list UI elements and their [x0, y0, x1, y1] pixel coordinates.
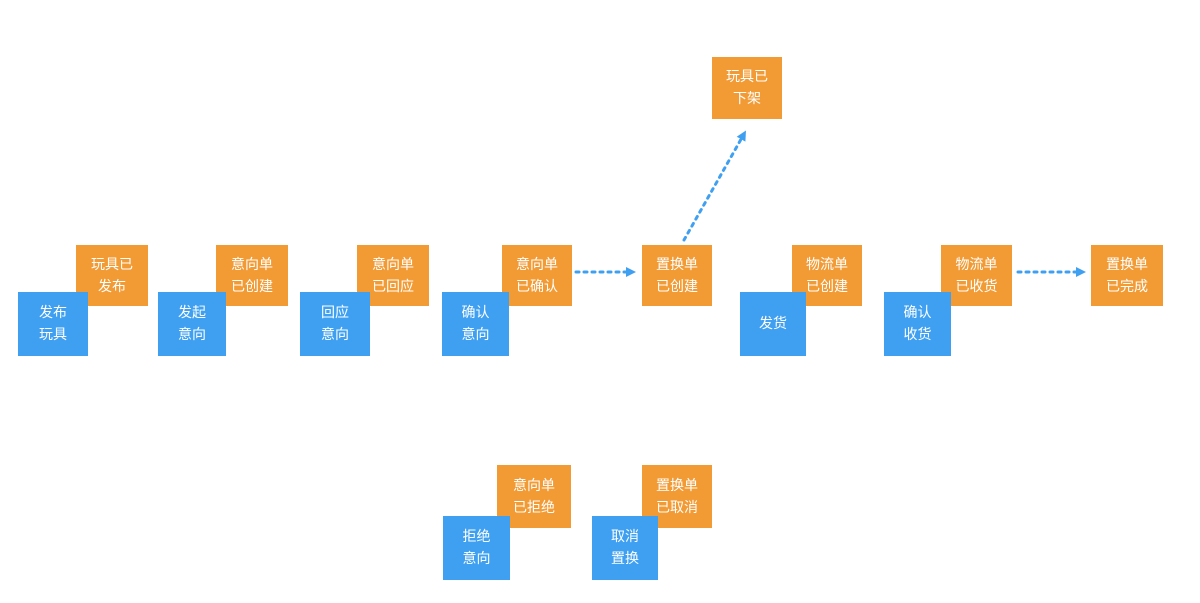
state-logistics-created-label: 物流单 已创建 — [806, 256, 848, 295]
action-confirm-receipt: 确认 收货 — [884, 292, 951, 356]
state-swap-completed-label: 置换单 已完成 — [1106, 256, 1148, 295]
state-toy-removed-label: 玩具已 下架 — [726, 69, 768, 107]
state-intent-confirmed-label: 意向单 已确认 — [516, 256, 558, 295]
action-confirm-intent: 确认 意向 — [442, 292, 509, 356]
state-toy-removed: 玩具已 下架 — [712, 57, 782, 119]
action-ship-label: 发货 — [759, 316, 787, 332]
state-toy-published-label: 玩具已 发布 — [91, 256, 133, 295]
action-reject-intent: 拒绝 意向 — [443, 516, 510, 580]
action-cancel-swap-label: 取消 置换 — [611, 529, 639, 567]
state-intent-created-label: 意向单 已创建 — [231, 256, 273, 295]
state-intent-confirmed: 意向单 已确认 — [502, 245, 572, 306]
state-swap-cancelled-label: 置换单 已取消 — [656, 477, 698, 516]
action-reply-intent-label: 回应 意向 — [321, 305, 349, 343]
action-reply-intent: 回应 意向 — [300, 292, 370, 356]
arrow-swap-created-to-toy-removed — [682, 130, 746, 242]
state-logistics-received: 物流单 已收货 — [941, 245, 1012, 306]
action-publish-toy: 发布 玩具 — [18, 292, 88, 356]
state-swap-created: 置换单 已创建 — [642, 245, 712, 306]
state-toy-published: 玩具已 发布 — [76, 245, 148, 306]
state-logistics-received-label: 物流单 已收货 — [955, 256, 998, 295]
state-intent-rejected-label: 意向单 已拒绝 — [513, 477, 555, 516]
state-intent-replied-label: 意向单 已回应 — [372, 256, 414, 295]
state-intent-created: 意向单 已创建 — [216, 245, 288, 306]
action-publish-toy-label: 发布 玩具 — [39, 305, 67, 343]
action-cancel-swap: 取消 置换 — [592, 516, 658, 580]
action-reject-intent-label: 拒绝 意向 — [462, 529, 491, 567]
action-confirm-intent-label: 确认 意向 — [461, 305, 490, 343]
action-initiate-intent-label: 发起 意向 — [178, 305, 206, 343]
action-ship: 发货 — [740, 292, 806, 356]
action-initiate-intent: 发起 意向 — [158, 292, 226, 356]
action-confirm-receipt-label: 确认 收货 — [903, 305, 932, 343]
state-swap-completed: 置换单 已完成 — [1091, 245, 1163, 306]
state-swap-created-label: 置换单 已创建 — [656, 256, 698, 295]
state-intent-replied: 意向单 已回应 — [357, 245, 429, 306]
